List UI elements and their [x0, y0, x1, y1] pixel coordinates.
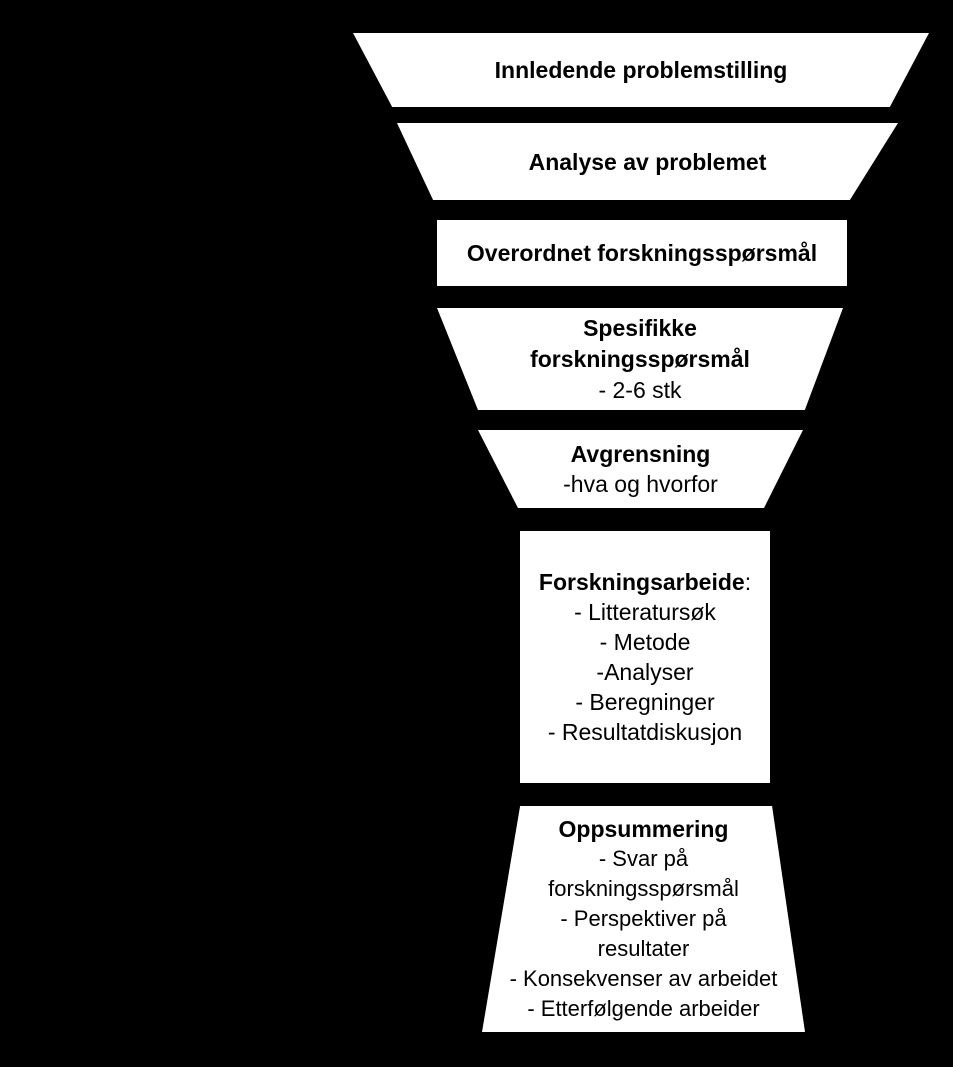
step-heading: Overordnet forskningsspørsmål: [466, 240, 818, 266]
funnel-step-avgrensning: Avgrensning -hva og hvorfor: [478, 430, 803, 508]
step-heading: Innledende problemstilling: [494, 57, 788, 83]
step-list-item: forskningsspørsmål: [548, 876, 739, 901]
step-list-item: resultater: [597, 936, 690, 961]
step-list-item: - Resultatdiskusjon: [547, 719, 743, 745]
funnel-step-overordnet-forskningssporsmal: Overordnet forskningsspørsmål: [437, 220, 847, 286]
step-heading-line: Spesifikke: [583, 314, 697, 341]
funnel-step-oppsummering: Oppsummering - Svar på forskningsspørsmå…: [482, 806, 805, 1032]
step-note: - 2-6 stk: [598, 376, 682, 403]
step-heading: Avgrensning: [570, 441, 711, 467]
step-list-item: - Svar på: [598, 846, 689, 871]
step-heading: Oppsummering: [558, 816, 729, 842]
step-list-item: - Litteratursøk: [574, 599, 716, 625]
step-list-item: - Perspektiver på: [560, 906, 727, 931]
step-heading: Analyse av problemet: [528, 148, 767, 175]
step-list-item: -Analyser: [596, 659, 694, 685]
funnel-step-analyse-av-problemet: Analyse av problemet: [397, 123, 898, 200]
funnel-step-innledende-problemstilling: Innledende problemstilling: [353, 33, 929, 107]
funnel-step-spesifikke-forskningssporsmal: Spesifikke forskningsspørsmål - 2-6 stk: [437, 308, 843, 410]
step-list-item: - Konsekvenser av arbeidet: [509, 966, 778, 991]
step-heading: Forskningsarbeide:: [538, 569, 752, 595]
step-note: -hva og hvorfor: [563, 471, 718, 497]
step-list-item: - Beregninger: [575, 689, 715, 715]
step-heading-line: forskningsspørsmål: [530, 345, 750, 372]
step-list-item: - Metode: [599, 629, 691, 655]
funnel-step-forskningsarbeide: Forskningsarbeide: - Litteratursøk - Met…: [520, 531, 770, 783]
step-list-item: - Etterfølgende arbeider: [527, 996, 760, 1021]
